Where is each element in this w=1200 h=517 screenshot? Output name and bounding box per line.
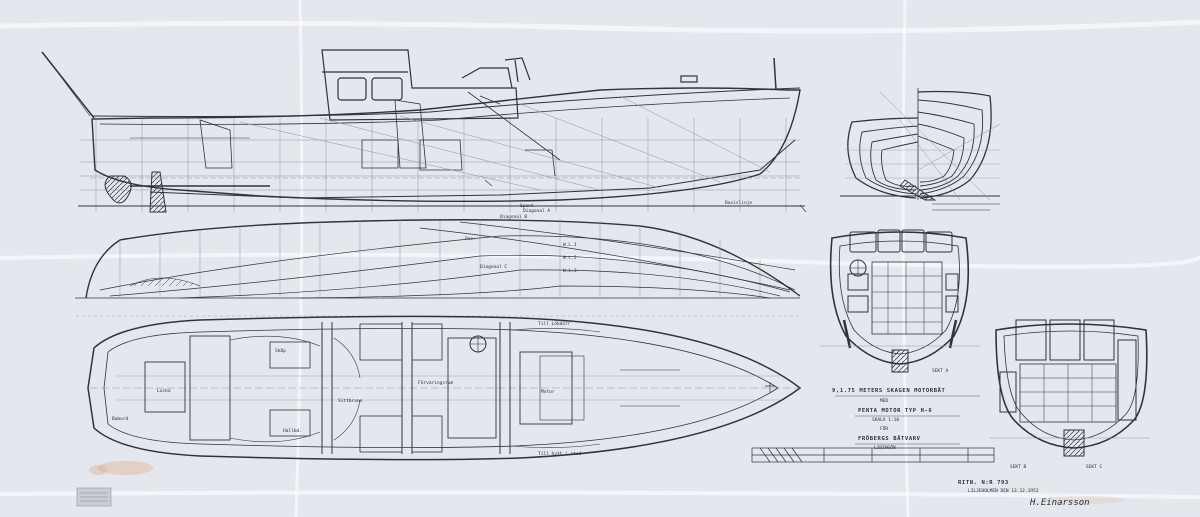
section-a-label: SEKT A [932, 368, 949, 374]
deck-label-forvaringsrum: Förvaringsrum [418, 380, 454, 386]
scale-bar [751, 447, 995, 463]
archive-stamp [76, 487, 112, 507]
deck-label-till-hytt: Till hytt i stsd [538, 451, 582, 457]
body-plan [840, 88, 1001, 211]
deck-label-hallbd: Hallbd. [283, 428, 302, 434]
title-line-6: FRÖBERGS BÅTVARV [858, 435, 921, 442]
lines-plan: Diagonal A Diagonal B Diagonal C W.L.1 W… [75, 208, 801, 317]
deck-label-sittbrunn: Sittbrunn [338, 398, 363, 404]
lines-label-diag-c: Diagonal C [480, 264, 507, 270]
title-line-1: 9,1.75 METERS SKAGEN MOTORBÅT [832, 387, 946, 394]
section-a-outline [829, 231, 970, 365]
deck-plan-outline [87, 315, 802, 461]
cabin [321, 49, 698, 121]
section-c: SEKT B SEKT C [990, 319, 1150, 470]
lines-label-diag-b: Diagonal B [500, 214, 527, 220]
profile-label-baseline: Basislinje [725, 200, 752, 206]
title-line-3: PENTA MOTOR TYP H-6 [858, 408, 932, 414]
title-line-2: MED [880, 398, 888, 404]
deck-label-skap-aft: Skåp [275, 347, 286, 354]
deck-label-lucka: Lucka [157, 388, 171, 394]
interior-seats [199, 91, 561, 177]
lines-label-pos: Pos. [465, 236, 476, 242]
signature: H.Einarsson [1029, 498, 1090, 508]
title-line-4: SKALA 1:10 [872, 417, 899, 423]
profile-label-station: Spant [520, 203, 534, 209]
propeller [104, 175, 132, 204]
profile-view: Basislinje Spant [41, 49, 807, 213]
deck-plan: Lucka Skåp Sittbrunn Motor Förvaringsrum… [87, 315, 802, 461]
profile-station-lines [80, 118, 800, 212]
title-line-5: FÖR [880, 425, 888, 432]
section-c-label: SEKT C [1086, 464, 1103, 470]
lines-label-wl2: W.L.2 [563, 255, 577, 261]
place-date: LILJEHOLMEN DEN 13.12.1953 [968, 488, 1039, 494]
section-b-label: SEKT B [1010, 464, 1027, 470]
rudder [149, 171, 167, 213]
deck-label-till-lokdorr: Till Lökdörr [538, 321, 571, 327]
section-c-outline [995, 323, 1148, 449]
section-a: SEKT A [820, 229, 980, 374]
drawing-number: RITN. N:R 793 [958, 480, 1009, 486]
lines-label-diag-a: Diagonal A [523, 208, 550, 214]
lines-label-wl3: W.L.3 [563, 268, 577, 274]
paper-stains [89, 461, 1125, 504]
deck-label-motor: Motor [541, 389, 555, 395]
title-block: 9,1.75 METERS SKAGEN MOTORBÅT MED PENTA … [832, 387, 1090, 508]
lines-label-wl1: W.L.1 [563, 242, 577, 248]
title-line-7: LIDINGÖN [874, 444, 896, 451]
profile-hull [91, 87, 801, 203]
deck-label-babord: Babord [112, 416, 129, 422]
